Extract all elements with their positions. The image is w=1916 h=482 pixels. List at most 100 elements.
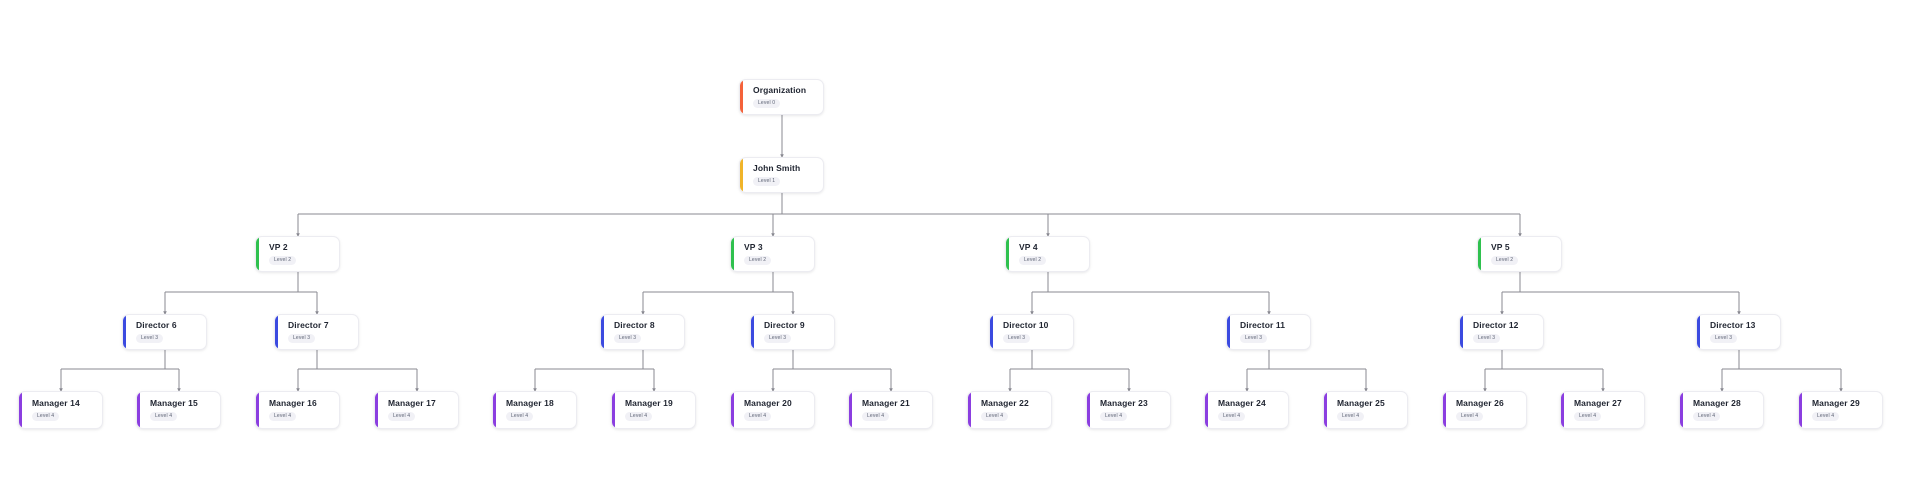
node-level-badge: Level 2 bbox=[1019, 256, 1047, 266]
node-accent-bar bbox=[731, 392, 734, 428]
node-accent-bar bbox=[1460, 315, 1463, 349]
node-title: Director 12 bbox=[1473, 319, 1519, 330]
node-body: Manager 29 Level 4 bbox=[1802, 392, 1882, 428]
node-accent-bar bbox=[137, 392, 140, 428]
node-accent-bar bbox=[275, 315, 278, 349]
node-title: Manager 24 bbox=[1218, 397, 1266, 408]
org-node-director-12[interactable]: Director 12 Level 3 bbox=[1459, 314, 1544, 350]
node-title: Manager 15 bbox=[150, 397, 198, 408]
node-body: Director 12 Level 3 bbox=[1463, 315, 1543, 349]
node-accent-bar bbox=[1324, 392, 1327, 428]
node-body: Manager 25 Level 4 bbox=[1327, 392, 1407, 428]
node-accent-bar bbox=[1478, 237, 1481, 271]
node-level-badge: Level 4 bbox=[32, 412, 60, 422]
org-node-manager-24[interactable]: Manager 24 Level 4 bbox=[1204, 391, 1289, 429]
node-level-badge: Level 3 bbox=[288, 334, 316, 344]
node-title: Director 13 bbox=[1710, 319, 1756, 330]
node-accent-bar bbox=[1087, 392, 1090, 428]
node-level-badge: Level 4 bbox=[1337, 412, 1365, 422]
node-title: Manager 29 bbox=[1812, 397, 1860, 408]
node-title: Manager 22 bbox=[981, 397, 1029, 408]
node-level-badge: Level 4 bbox=[1574, 412, 1602, 422]
node-accent-bar bbox=[1680, 392, 1683, 428]
node-title: John Smith bbox=[753, 162, 801, 173]
node-title: Director 9 bbox=[764, 319, 805, 330]
node-title: Director 10 bbox=[1003, 319, 1049, 330]
node-accent-bar bbox=[990, 315, 993, 349]
node-body: Manager 27 Level 4 bbox=[1564, 392, 1644, 428]
node-title: Manager 17 bbox=[388, 397, 436, 408]
node-accent-bar bbox=[256, 237, 259, 271]
node-accent-bar bbox=[19, 392, 22, 428]
node-title: VP 4 bbox=[1019, 241, 1038, 252]
node-accent-bar bbox=[375, 392, 378, 428]
node-level-badge: Level 4 bbox=[1218, 412, 1246, 422]
node-title: VP 5 bbox=[1491, 241, 1510, 252]
node-level-badge: Level 4 bbox=[744, 412, 772, 422]
org-node-manager-15[interactable]: Manager 15 Level 4 bbox=[136, 391, 221, 429]
node-level-badge: Level 1 bbox=[753, 177, 781, 187]
org-node-manager-17[interactable]: Manager 17 Level 4 bbox=[374, 391, 459, 429]
org-node-manager-25[interactable]: Manager 25 Level 4 bbox=[1323, 391, 1408, 429]
node-level-badge: Level 4 bbox=[388, 412, 416, 422]
node-level-badge: Level 3 bbox=[1473, 334, 1501, 344]
node-body: Manager 15 Level 4 bbox=[140, 392, 220, 428]
node-title: Manager 27 bbox=[1574, 397, 1622, 408]
org-node-vp-4[interactable]: VP 4 Level 2 bbox=[1005, 236, 1090, 272]
org-node-manager-27[interactable]: Manager 27 Level 4 bbox=[1560, 391, 1645, 429]
org-node-manager-29[interactable]: Manager 29 Level 4 bbox=[1798, 391, 1883, 429]
node-accent-bar bbox=[1006, 237, 1009, 271]
node-level-badge: Level 4 bbox=[150, 412, 178, 422]
node-level-badge: Level 4 bbox=[625, 412, 653, 422]
node-accent-bar bbox=[731, 237, 734, 271]
node-body: Manager 17 Level 4 bbox=[378, 392, 458, 428]
node-level-badge: Level 2 bbox=[744, 256, 772, 266]
node-title: Manager 25 bbox=[1337, 397, 1385, 408]
node-accent-bar bbox=[493, 392, 496, 428]
node-accent-bar bbox=[849, 392, 852, 428]
node-level-badge: Level 4 bbox=[862, 412, 890, 422]
node-accent-bar bbox=[1799, 392, 1802, 428]
node-level-badge: Level 4 bbox=[1812, 412, 1840, 422]
node-title: Manager 16 bbox=[269, 397, 317, 408]
node-level-badge: Level 3 bbox=[614, 334, 642, 344]
